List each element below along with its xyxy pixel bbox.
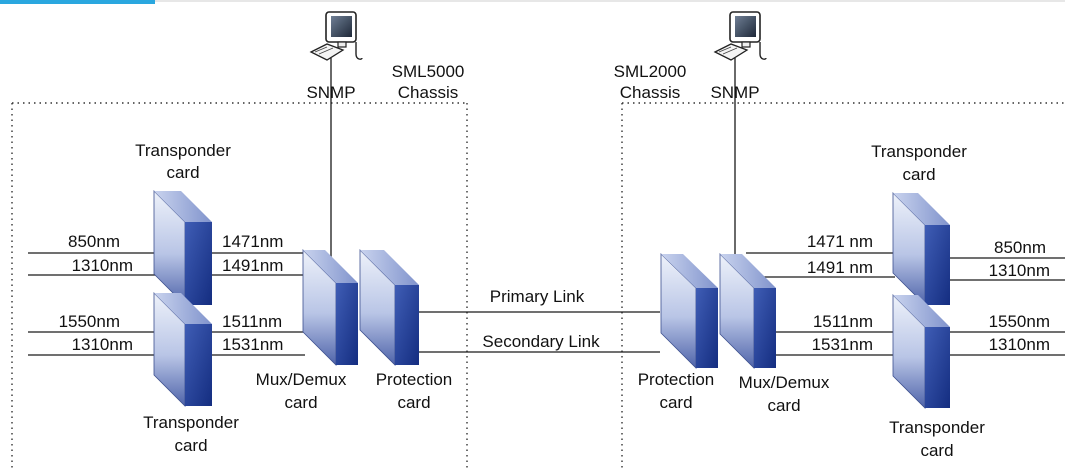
right-mux-label-line2: card — [767, 396, 800, 415]
right-mux-label: Mux/Demux — [739, 373, 830, 392]
left-client-port-2: 1310nm — [72, 256, 133, 275]
right-client-port-4: 1310nm — [989, 335, 1050, 354]
left-line-port-3: 1511nm — [222, 312, 282, 331]
computer-icon — [713, 11, 767, 61]
computer-icon — [309, 11, 363, 61]
left-chassis-label-line2: Chassis — [398, 83, 458, 102]
right-line-port-2: 1491 nm — [807, 258, 873, 277]
left-transponder-bottom-label-line2: card — [174, 436, 207, 455]
right-transponder-top-label: Transponder — [871, 142, 967, 161]
right-chassis-label: SML2000 — [614, 62, 687, 81]
left-mux-demux-card — [302, 249, 358, 366]
right-line-port-4: 1531nm — [812, 335, 873, 354]
right-line-port-3: 1511nm — [813, 312, 873, 331]
right-transponder-top-label-line2: card — [902, 165, 935, 184]
right-client-port-1: 850nm — [994, 238, 1046, 257]
left-transponder-top-card — [153, 190, 212, 306]
left-chassis-label: SML5000 — [392, 62, 465, 81]
right-snmp-label: SNMP — [710, 83, 759, 102]
left-client-port-4: 1310nm — [72, 335, 133, 354]
left-transponder-top-label: Transponder — [135, 141, 231, 160]
left-client-port-3: 1550nm — [59, 312, 120, 331]
connections — [28, 58, 1065, 356]
header-accent-bar — [0, 0, 155, 4]
right-transponder-bottom-label: Transponder — [889, 418, 985, 437]
left-protection-card — [359, 249, 419, 366]
left-transponder-bottom-card — [153, 292, 212, 407]
left-line-port-4: 1531nm — [222, 335, 283, 354]
right-transponder-top-card — [892, 192, 950, 306]
left-mux-label-line2: card — [284, 393, 317, 412]
left-protection-label: Protection — [376, 370, 453, 389]
left-line-port-2: 1491nm — [222, 256, 283, 275]
right-protection-label: Protection — [638, 370, 715, 389]
left-client-port-1: 850nm — [68, 232, 120, 251]
left-transponder-top-label-line2: card — [166, 163, 199, 182]
right-mux-demux-card — [719, 253, 776, 369]
right-transponder-bottom-card — [892, 294, 950, 409]
secondary-link-label: Secondary Link — [482, 332, 600, 351]
primary-link-label: Primary Link — [490, 287, 585, 306]
right-transponder-bottom-label-line2: card — [920, 441, 953, 460]
right-protection-label-line2: card — [659, 393, 692, 412]
left-snmp-label: SNMP — [306, 83, 355, 102]
right-protection-card — [660, 253, 718, 369]
left-line-port-1: 1471nm — [222, 232, 283, 251]
left-protection-label-line2: card — [397, 393, 430, 412]
left-mux-label: Mux/Demux — [256, 370, 347, 389]
right-chassis-boundary — [621, 102, 1065, 468]
left-transponder-bottom-label: Transponder — [143, 413, 239, 432]
right-line-port-1: 1471 nm — [807, 232, 873, 251]
right-client-port-2: 1310nm — [989, 261, 1050, 280]
right-client-port-3: 1550nm — [989, 312, 1050, 331]
right-chassis-label-line2: Chassis — [620, 83, 680, 102]
left-chassis-boundary — [11, 102, 468, 468]
